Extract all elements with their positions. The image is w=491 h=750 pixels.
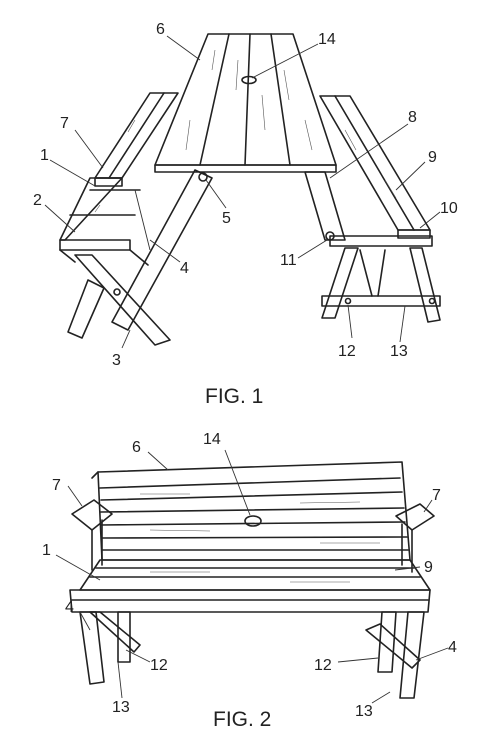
fig2-label-12-right: 12 bbox=[314, 657, 332, 674]
fig2-label-13-left: 13 bbox=[112, 699, 130, 716]
fig1-label-8: 8 bbox=[408, 109, 417, 126]
fig1-label-2: 2 bbox=[33, 192, 42, 209]
fig1-label-13: 13 bbox=[390, 343, 408, 360]
fig1-label-9: 9 bbox=[428, 149, 437, 166]
fig1-label-10: 10 bbox=[440, 200, 458, 217]
fig1-label-3: 3 bbox=[112, 352, 121, 369]
fig2-label-14: 14 bbox=[203, 431, 221, 448]
fig2-label-12-left: 12 bbox=[150, 657, 168, 674]
fig2-backrest bbox=[91, 461, 411, 561]
fig1-label-4: 4 bbox=[180, 260, 189, 277]
fig2-label-13-right: 13 bbox=[355, 703, 373, 720]
fig2-label-4-right: 4 bbox=[448, 639, 457, 656]
fig2-leader-lines bbox=[55, 449, 449, 704]
fig1-label-11: 11 bbox=[280, 252, 297, 269]
fig1-right-bench bbox=[304, 95, 433, 247]
fig1-label-5: 5 bbox=[222, 210, 231, 227]
fig2-label-7-left: 7 bbox=[52, 477, 61, 494]
fig2-armrests bbox=[71, 499, 435, 573]
fig1-leader-lines bbox=[44, 35, 441, 349]
fig2-caption: FIG. 2 bbox=[213, 708, 271, 731]
fig1-left-bench bbox=[59, 92, 179, 251]
fig1-label-7: 7 bbox=[60, 115, 69, 132]
fig2-label-1: 1 bbox=[42, 542, 51, 559]
fig2-legs bbox=[79, 611, 425, 699]
fig1-left-frame bbox=[59, 169, 213, 346]
fig2-label-4-left: 4 bbox=[65, 599, 74, 616]
fig2-label-9: 9 bbox=[424, 559, 433, 576]
fig1-reference-numerals: 6 14 7 1 2 8 9 10 5 11 4 3 12 13 FIG. 1 bbox=[33, 21, 458, 408]
fig1-drawing bbox=[44, 33, 441, 349]
fig2-seat bbox=[69, 559, 431, 613]
fig2-label-7-right: 7 bbox=[432, 487, 441, 504]
fig1-caption: FIG. 1 bbox=[205, 385, 263, 408]
fig2-drawing bbox=[55, 449, 449, 704]
fig2-reference-numerals: 6 14 7 7 1 9 4 4 12 12 13 13 FIG. 2 bbox=[42, 431, 457, 731]
fig2-label-6: 6 bbox=[132, 439, 141, 456]
fig1-table-top bbox=[154, 33, 337, 173]
fig1-label-14: 14 bbox=[318, 31, 336, 48]
fig1-label-1: 1 bbox=[40, 147, 49, 164]
fig1-label-6: 6 bbox=[156, 21, 165, 38]
fig1-right-legs bbox=[321, 247, 441, 323]
fig1-label-12: 12 bbox=[338, 343, 356, 360]
